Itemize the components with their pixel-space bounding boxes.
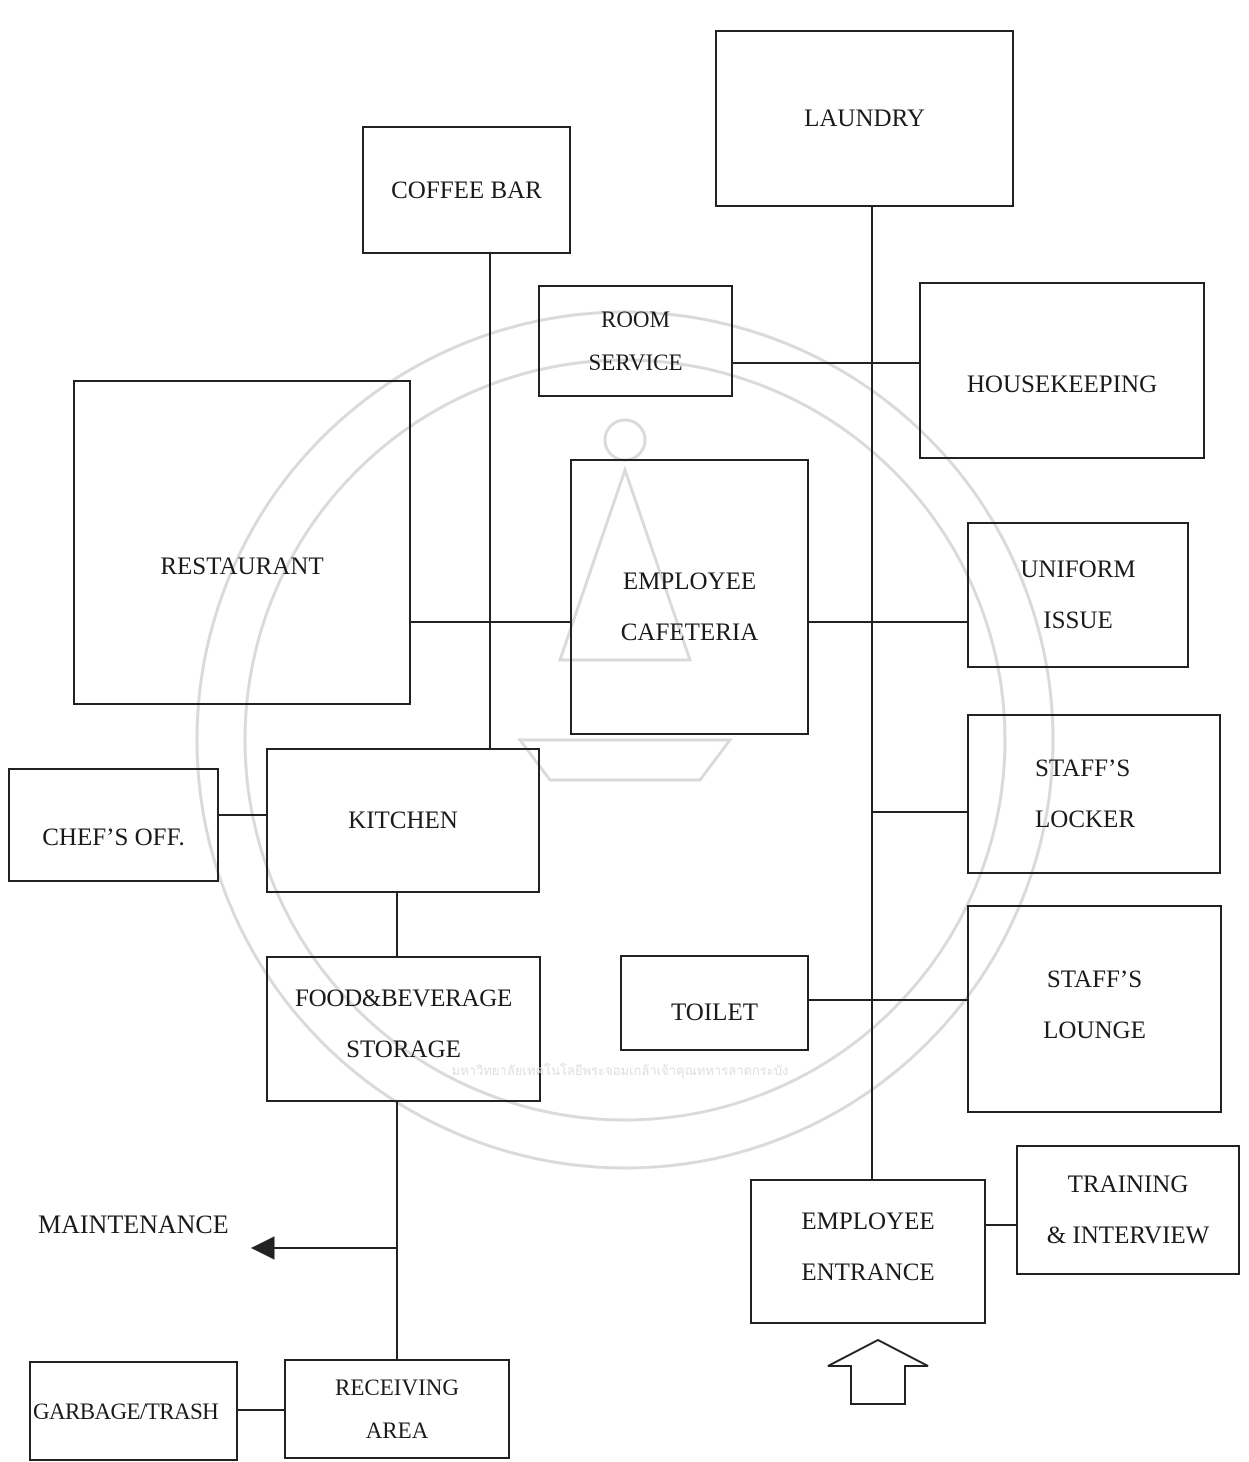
receiving-area-label-2: AREA <box>365 1418 429 1443</box>
room-service-label-2: SERVICE <box>588 350 683 375</box>
kitchen-label: KITCHEN <box>348 807 458 834</box>
chefs-office-label: CHEF’S OFF. <box>42 823 185 851</box>
employee-cafeteria-box: EMPLOYEE CAFETERIA <box>570 459 809 735</box>
maintenance-label: MAINTENANCE <box>38 1210 229 1239</box>
restaurant-box: RESTAURANT <box>73 380 411 705</box>
restaurant-label: RESTAURANT <box>160 553 324 580</box>
coffee-bar-box: COFFEE BAR <box>362 126 571 254</box>
uniform-issue-box: UNIFORM ISSUE <box>967 522 1189 668</box>
staffs-lounge-label-1: STAFF’S <box>1046 966 1143 993</box>
staffs-locker-label-2: LOCKER <box>1035 806 1135 833</box>
watermark-text: มหาวิทยาลัยเทคโนโลยีพระจอมเกล้าเจ้าคุณทห… <box>451 1064 789 1079</box>
training-interview-label-1: TRAINING <box>1067 1171 1189 1198</box>
employee-entrance-label-1: EMPLOYEE <box>801 1208 935 1235</box>
staffs-locker-label-1: STAFF’S <box>1035 755 1131 782</box>
employee-cafeteria-label-2: CAFETERIA <box>620 619 759 646</box>
staffs-lounge-box: STAFF’S LOUNGE <box>967 905 1222 1113</box>
housekeeping-box: HOUSEKEEPING <box>919 282 1205 459</box>
laundry-box: LAUNDRY <box>715 30 1014 207</box>
coffee-bar-label: COFFEE BAR <box>391 176 542 204</box>
housekeeping-label: HOUSEKEEPING <box>966 371 1158 398</box>
employee-cafeteria-label-1: EMPLOYEE <box>622 568 757 595</box>
food-beverage-storage-box: FOOD&BEVERAGE STORAGE <box>266 956 541 1102</box>
training-interview-label-2: & INTERVIEW <box>1046 1222 1210 1249</box>
garbage-trash-label: GARBAGE/TRASH <box>33 1398 219 1424</box>
watermark-seal <box>195 310 1055 1170</box>
staffs-locker-box: STAFF’S LOCKER <box>967 714 1221 874</box>
chefs-office-box: CHEF’S OFF. <box>8 768 219 882</box>
receiving-area-box: RECEIVING AREA <box>284 1359 510 1459</box>
employee-entrance-box: EMPLOYEE ENTRANCE <box>750 1179 986 1324</box>
receiving-area-label-1: RECEIVING <box>335 1375 459 1400</box>
room-service-box: ROOM SERVICE <box>538 285 733 397</box>
uniform-issue-label-2: ISSUE <box>1043 607 1113 634</box>
staffs-lounge-label-2: LOUNGE <box>1043 1017 1146 1044</box>
uniform-issue-label-1: UNIFORM <box>1020 556 1136 583</box>
toilet-label: TOILET <box>670 998 758 1026</box>
laundry-label: LAUNDRY <box>804 105 925 132</box>
food-beverage-storage-label-1: FOOD&BEVERAGE <box>295 985 512 1012</box>
employee-entrance-label-2: ENTRANCE <box>801 1259 935 1286</box>
food-beverage-storage-label-2: STORAGE <box>346 1036 461 1063</box>
garbage-trash-box: GARBAGE/TRASH <box>29 1361 238 1461</box>
training-interview-box: TRAINING & INTERVIEW <box>1016 1145 1240 1275</box>
arrow-maintenance <box>250 1236 275 1260</box>
kitchen-box: KITCHEN <box>266 748 540 893</box>
toilet-box: TOILET <box>620 955 809 1051</box>
room-service-label-1: ROOM <box>600 307 670 332</box>
entrance-up-arrow <box>827 1338 929 1405</box>
